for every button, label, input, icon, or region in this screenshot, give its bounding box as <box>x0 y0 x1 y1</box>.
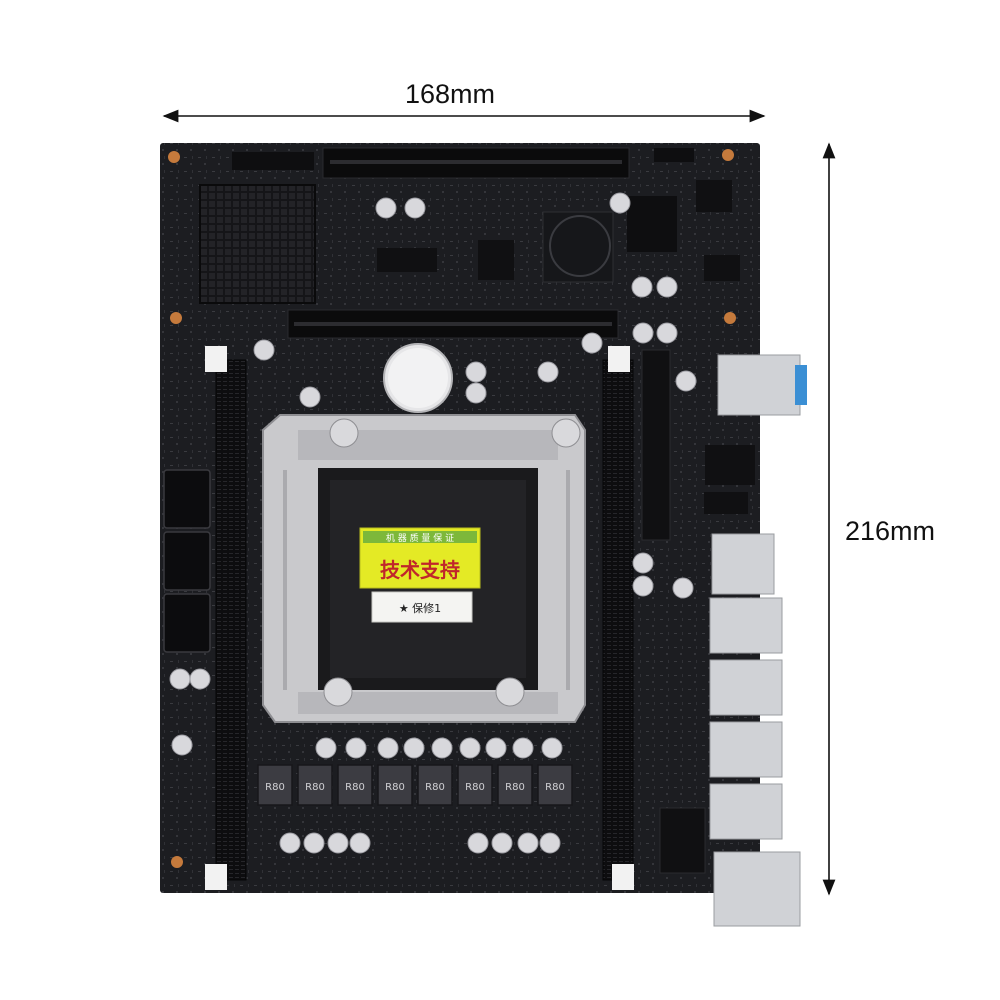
dimm-latch <box>205 864 227 890</box>
inductor-marking: R80 <box>425 782 445 793</box>
dimm-latch <box>608 346 630 372</box>
dimm-latch <box>205 346 227 372</box>
ps2-port <box>717 354 801 416</box>
usb-port <box>709 783 783 840</box>
chip <box>478 240 514 280</box>
chip <box>696 180 732 212</box>
vrm-inductors <box>257 764 573 806</box>
capacitors <box>169 192 697 854</box>
usb-port <box>709 659 783 716</box>
inductor-marking: R80 <box>505 782 525 793</box>
inductor-marking: R80 <box>345 782 365 793</box>
inductor-marking: R80 <box>465 782 485 793</box>
sticker-line-2: 技术支持 <box>380 558 460 582</box>
chip <box>705 445 755 485</box>
inductor-marking: R80 <box>305 782 325 793</box>
usb-port <box>709 597 783 654</box>
chipset-heatsink <box>199 184 316 304</box>
inductor-marking: R80 <box>385 782 405 793</box>
atx-power-connector <box>641 349 671 541</box>
width-dimension-label: 168mm <box>405 79 496 109</box>
chip <box>704 492 748 514</box>
top-header-2 <box>654 148 694 162</box>
sticker-line-1: 机 器 质 量 保 证 <box>386 532 454 544</box>
header <box>627 196 677 252</box>
height-dimension-label: 216mm <box>845 516 936 546</box>
chip <box>704 255 740 281</box>
dimm-latch <box>612 864 634 890</box>
chip <box>542 211 614 283</box>
cpu-power-connector <box>659 807 706 874</box>
dimm-slot-left <box>215 359 247 881</box>
top-header <box>232 152 314 170</box>
ethernet-port <box>711 533 775 595</box>
inductor-marking: R80 <box>265 782 285 793</box>
dimm-slot-right <box>602 359 634 881</box>
rear-io-ports <box>709 354 807 927</box>
sticker-line-3: ★ 保修1 <box>399 601 441 615</box>
inductor-marking: R80 <box>545 782 565 793</box>
audio-port <box>713 851 801 927</box>
warranty-sticker <box>359 527 481 623</box>
chip <box>377 248 437 272</box>
sata-ports <box>163 469 211 653</box>
usb-port <box>709 721 783 778</box>
